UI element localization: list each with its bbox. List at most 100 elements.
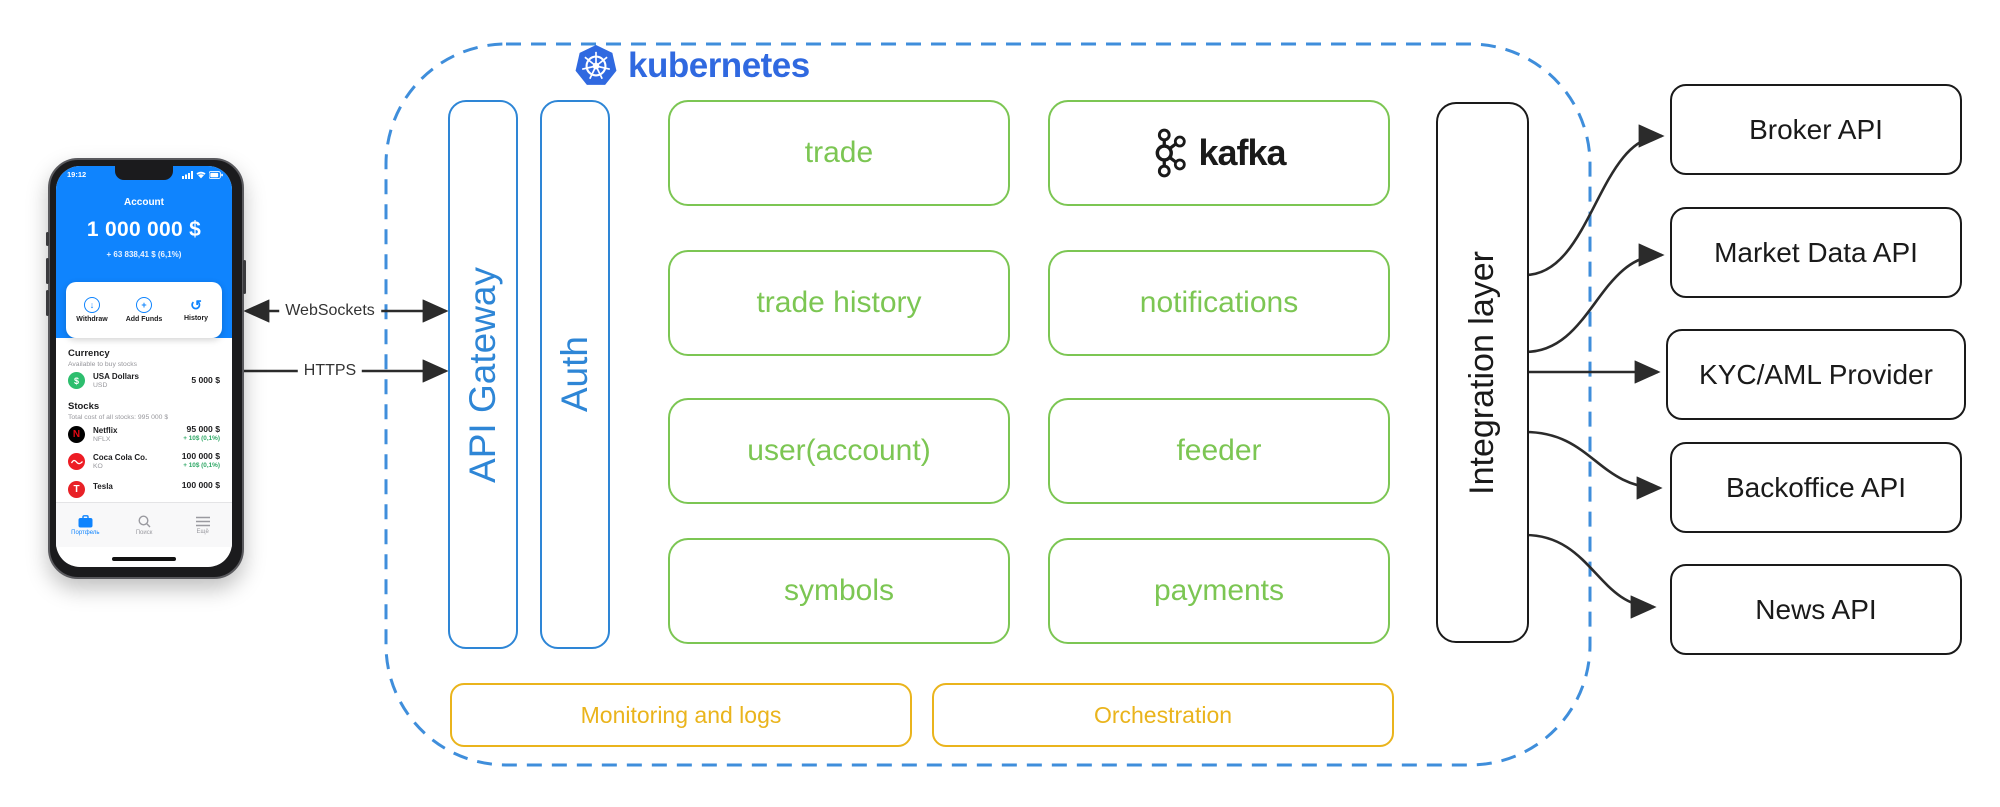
quick-actions-card: ↓ Withdraw + Add Funds ↺ History <box>66 282 222 338</box>
service-payments: payments <box>1048 538 1390 644</box>
nav-search-label: Поиск <box>135 529 153 536</box>
netflix-logo-icon: N <box>68 426 85 443</box>
service-trade: trade <box>668 100 1010 206</box>
auth-label: Auth <box>554 336 595 413</box>
service-user-account-label: user(account) <box>747 434 931 467</box>
kubernetes-header: kubernetes <box>574 44 810 88</box>
stocks-section-subtitle: Total cost of all stocks: 995 000 $ <box>68 414 169 421</box>
nav-search[interactable]: Поиск <box>115 503 174 547</box>
market-data-api-label: Market Data API <box>1714 236 1918 268</box>
arrow-backoffice-api <box>1524 430 1663 500</box>
news-api-label: News API <box>1755 593 1877 625</box>
stock-value: 100 000 $ <box>181 451 220 461</box>
stock-name: Tesla <box>93 482 113 491</box>
backoffice-api-label: Backoffice API <box>1725 471 1907 503</box>
add-funds-button[interactable]: + Add Funds <box>118 282 170 338</box>
integration-layer-box: Integration layer <box>1436 102 1529 643</box>
service-payments-label: payments <box>1153 574 1285 607</box>
signal-icon <box>182 171 193 179</box>
bottom-nav: Портфель Поиск Ещё <box>56 502 232 547</box>
api-gateway-label: API Gateway <box>462 266 503 483</box>
mute-switch <box>46 232 49 246</box>
stock-value: 100 000 $ <box>181 480 220 490</box>
volume-down-button <box>46 290 49 316</box>
power-button <box>243 260 246 294</box>
briefcase-icon <box>78 514 93 527</box>
phone-screen: 19:12 Ac <box>56 166 232 567</box>
news-api-box: News API <box>1670 564 1962 655</box>
broker-api-label: Broker API <box>1749 113 1883 145</box>
kafka-logo-icon <box>1156 128 1187 178</box>
battery-icon <box>209 171 223 179</box>
home-indicator <box>112 557 176 561</box>
kubernetes-title: kubernetes <box>628 46 810 85</box>
api-gateway-box: API Gateway <box>448 100 518 649</box>
kyc-aml-provider-label: KYC/AML Provider <box>1699 358 1933 390</box>
nav-portfolio[interactable]: Портфель <box>56 503 115 547</box>
service-symbols-label: symbols <box>783 574 895 607</box>
nav-more[interactable]: Ещё <box>173 503 232 547</box>
arrow-news-api <box>1524 533 1657 619</box>
websockets-label: WebSockets <box>279 302 381 320</box>
mobile-app-mockup: 19:12 Ac <box>46 158 246 579</box>
stock-name: Coca Cola Co. <box>93 453 148 462</box>
stocks-section-title: Stocks <box>68 401 100 412</box>
service-notifications: notifications <box>1048 250 1390 356</box>
arrow-broker-api <box>1524 124 1665 277</box>
screen-title: Account <box>124 197 164 208</box>
add-funds-label: Add Funds <box>125 316 163 323</box>
stock-ticker: NFLX <box>93 436 111 443</box>
stock-value: 95 000 $ <box>186 424 220 434</box>
https-label: HTTPS <box>297 362 363 380</box>
withdraw-button[interactable]: ↓ Withdraw <box>66 282 118 338</box>
currency-value: 5 000 $ <box>191 375 220 385</box>
service-feeder-label: feeder <box>1176 434 1262 467</box>
service-symbols: symbols <box>668 538 1010 644</box>
status-icons <box>182 171 223 179</box>
broker-api-box: Broker API <box>1670 84 1962 175</box>
monitoring-and-logs-box: Monitoring and logs <box>450 683 912 747</box>
currency-ticker: USD <box>93 382 108 389</box>
kubernetes-logo-icon <box>575 45 617 85</box>
arrow-market-data-api <box>1524 243 1665 354</box>
withdraw-label: Withdraw <box>76 316 108 323</box>
stock-change: + 10$ (0,1%) <box>183 435 220 442</box>
add-funds-icon: + <box>136 297 152 313</box>
tesla-logo-icon: T <box>68 481 85 498</box>
backoffice-api-box: Backoffice API <box>1670 442 1962 533</box>
history-label: History <box>183 315 209 322</box>
nav-portfolio-label: Портфель <box>71 529 100 536</box>
orchestration-box: Orchestration <box>932 683 1394 747</box>
stock-change: + 10$ (0,1%) <box>183 462 220 469</box>
nav-more-label: Ещё <box>196 528 209 535</box>
wifi-icon <box>196 171 206 179</box>
orchestration-label: Orchestration <box>1093 701 1233 728</box>
kafka-logo: kafka <box>1152 128 1287 178</box>
service-notifications-label: notifications <box>1139 286 1299 319</box>
stock-ticker: KO <box>93 463 103 470</box>
service-feeder: feeder <box>1048 398 1390 504</box>
service-kafka: kafka <box>1048 100 1390 206</box>
history-button[interactable]: ↺ History <box>170 282 222 338</box>
service-user-account: user(account) <box>668 398 1010 504</box>
menu-icon <box>195 516 210 526</box>
service-trade-label: trade <box>804 136 874 169</box>
kyc-aml-provider-box: KYC/AML Provider <box>1666 329 1966 420</box>
usd-currency-icon: $ <box>68 372 85 389</box>
auth-box: Auth <box>540 100 610 649</box>
integration-layer-label: Integration layer <box>1463 250 1501 495</box>
search-icon <box>137 514 150 527</box>
currency-name: USA Dollars <box>93 372 139 381</box>
status-time: 19:12 <box>67 170 87 179</box>
monitoring-and-logs-label: Monitoring and logs <box>580 701 782 728</box>
currency-section-subtitle: Available to buy stocks <box>68 361 138 368</box>
account-balance: 1 000 000 $ <box>86 218 202 241</box>
balance-change: + 63 838,41 $ (6,1%) <box>106 250 182 259</box>
stock-name: Netflix <box>93 426 118 435</box>
service-trade-history: trade history <box>668 250 1010 356</box>
currency-section-title: Currency <box>68 348 110 359</box>
coca-cola-logo-icon <box>68 453 85 470</box>
market-data-api-box: Market Data API <box>1670 207 1962 298</box>
kafka-label: kafka <box>1198 132 1286 173</box>
